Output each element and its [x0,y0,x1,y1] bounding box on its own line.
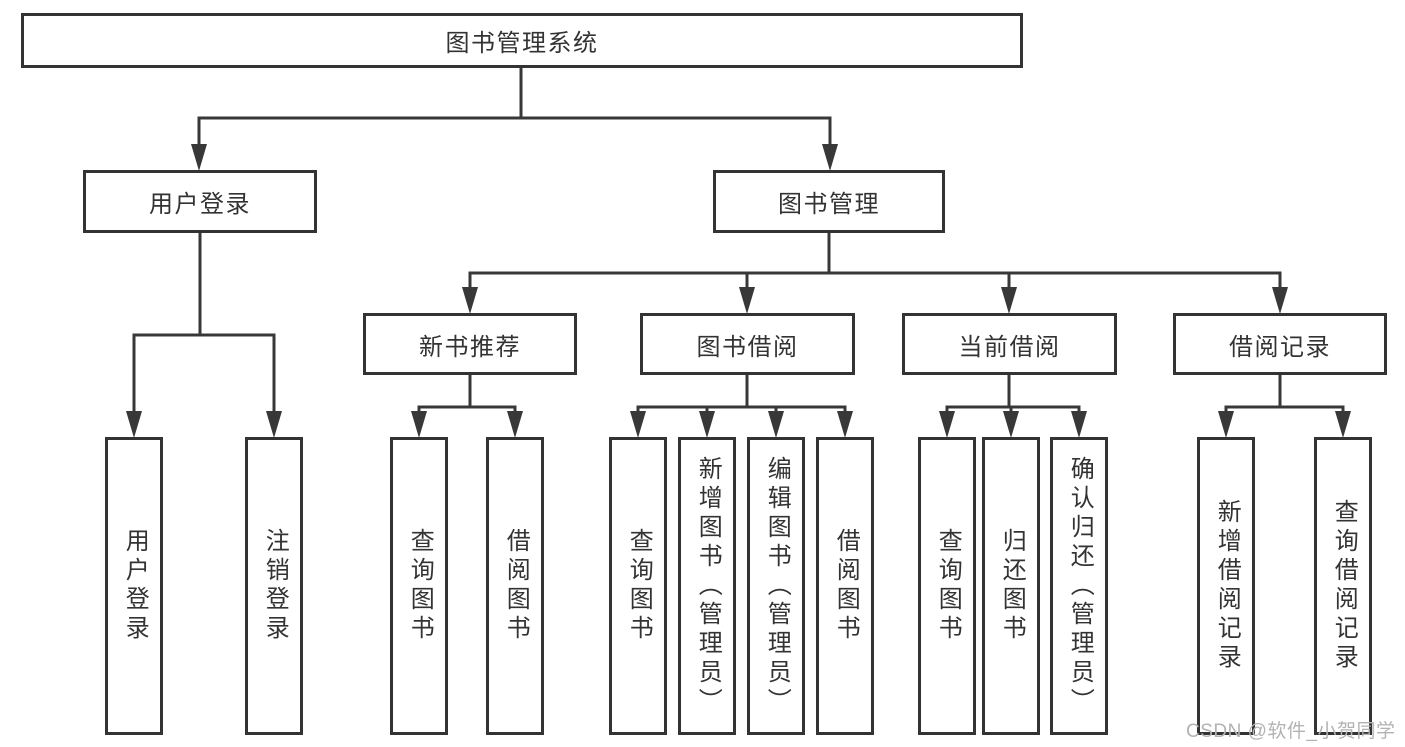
node-user-login: 用户登录 [83,170,317,233]
leaf-br-add-record: 新增借阅记录 [1197,437,1255,735]
node-book-borrowing-label: 图书借阅 [696,333,799,361]
leaf-nbr-query-books-label: 查询图书 [406,528,434,644]
leaf-bb-add-books-label: 新增图书（管理员） [694,455,722,717]
node-borrowing-records-label: 借阅记录 [1229,333,1331,361]
leaf-br-query-record: 查询借阅记录 [1314,437,1372,735]
watermark: CSDN @软件_小贺同学 [1186,721,1396,742]
leaf-bb-query-books: 查询图书 [609,437,667,735]
leaf-cb-confirm-return-label: 确认归还（管理员） [1066,455,1094,717]
leaf-cb-query-books-label: 查询图书 [934,528,962,644]
leaf-logout-login: 注销登录 [245,437,303,735]
leaf-nbr-borrow-books: 借阅图书 [486,437,544,735]
leaf-bb-borrow-books: 借阅图书 [816,437,874,735]
leaf-bb-add-books: 新增图书（管理员） [678,437,736,735]
connector-paths [132,67,1345,413]
node-library-management-system-label: 图书管理系统 [445,30,599,57]
leaf-bb-edit-books-label: 编辑图书（管理员） [763,455,791,717]
node-borrowing-records: 借阅记录 [1173,313,1387,375]
arrowheads [126,144,1351,438]
node-book-management-label: 图书管理 [778,191,880,218]
leaf-bb-borrow-books-label: 借阅图书 [832,528,860,644]
leaf-logout-login-label: 注销登录 [261,528,289,644]
node-new-book-recommend: 新书推荐 [363,313,577,375]
leaf-user-login: 用户登录 [105,437,163,735]
leaf-br-query-record-label: 查询借阅记录 [1330,499,1358,673]
leaf-bb-query-books-label: 查询图书 [625,528,653,644]
leaf-bb-edit-books: 编辑图书（管理员） [747,437,805,735]
leaf-cb-query-books: 查询图书 [918,437,976,735]
node-book-management: 图书管理 [713,170,945,233]
node-library-management-system: 图书管理系统 [21,13,1023,68]
leaf-br-add-record-label: 新增借阅记录 [1213,499,1241,673]
leaf-user-login-label: 用户登录 [121,528,149,644]
node-user-login-label: 用户登录 [149,191,251,218]
leaf-nbr-borrow-books-label: 借阅图书 [502,528,530,644]
leaf-nbr-query-books: 查询图书 [390,437,448,735]
node-current-borrowing-label: 当前借阅 [958,333,1061,361]
node-book-borrowing: 图书借阅 [640,313,855,375]
leaf-cb-return-books: 归还图书 [982,437,1040,735]
leaf-cb-return-books-label: 归还图书 [998,528,1026,644]
node-current-borrowing: 当前借阅 [902,313,1117,375]
leaf-cb-confirm-return: 确认归还（管理员） [1050,437,1108,735]
node-new-book-recommend-label: 新书推荐 [419,333,521,361]
